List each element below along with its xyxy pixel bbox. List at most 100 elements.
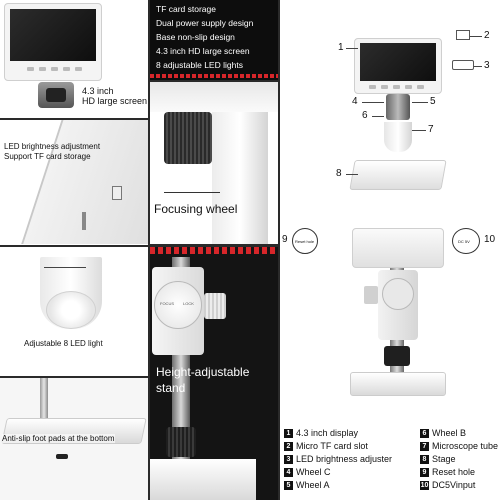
wheel-lock-text: LOCK (183, 301, 194, 306)
device-back-screen (352, 228, 444, 268)
knob-assembly (386, 94, 410, 120)
feature-item: 8 adjustable LED lights (156, 60, 243, 70)
legend-num: 10 (420, 480, 429, 490)
callout-line (412, 102, 428, 103)
legend-label: LED brightness adjuster (296, 454, 393, 464)
bottom-knob (384, 346, 410, 366)
stage (349, 160, 447, 190)
red-accent-bar (150, 247, 278, 254)
switch-icon (82, 212, 86, 230)
divider (150, 80, 278, 82)
callout-7: 7 (428, 124, 434, 135)
foot-pad-icon (56, 454, 68, 459)
feature-item: Dual power supply design (156, 18, 254, 28)
callout-1: 1 (338, 42, 344, 53)
feature-item: Base non-slip design (156, 32, 235, 42)
reset-hole-icon: Reset hole (292, 228, 318, 254)
side-knob (204, 293, 226, 319)
button-icon (393, 85, 400, 89)
legend-label: 4.3 inch display (296, 428, 359, 438)
button-icon (417, 85, 424, 89)
button-icon (405, 85, 412, 89)
side-knob (364, 286, 378, 304)
legend-num: 5 (284, 480, 293, 490)
lcd-display (10, 9, 96, 61)
device-screen-unit (354, 38, 442, 94)
callout-2: 2 (484, 30, 490, 41)
led-adjust-label: LED brightness adjustment (4, 142, 101, 151)
legend-item: 10 DC5Vinput (420, 480, 475, 490)
tf-slot-icon (112, 186, 122, 200)
back-base (350, 372, 446, 396)
button-icon (27, 67, 34, 71)
tf-support-label: Support TF card storage (4, 152, 91, 161)
legend-item: 8 Stage (420, 454, 456, 464)
led-light-label: Adjustable 8 LED light (24, 339, 103, 348)
bottom-knob (166, 427, 196, 457)
height-stand-label: Height-adjustable (156, 365, 250, 379)
screen-hd-label: HD large screen (82, 96, 148, 106)
legend-item: 5 Wheel A (284, 480, 330, 490)
divider (0, 245, 148, 247)
legend-label: Wheel C (296, 467, 331, 477)
diagram-front: 1 2 3 4 5 6 7 8 (280, 0, 500, 220)
legend-label: Wheel A (296, 480, 330, 490)
callout-line (474, 66, 482, 67)
legend-label: Reset hole (432, 467, 476, 477)
microscope-tube (384, 122, 412, 152)
divider (278, 0, 280, 500)
panel-screen: 4.3 inch HD large screen (0, 0, 148, 118)
panel-foot-pads: Anti-slip foot pads at the bottom (0, 378, 148, 500)
legend-item: 2 Micro TF card slot (284, 441, 368, 451)
rotate-arrow-icon (164, 192, 220, 193)
legend-label: Micro TF card slot (296, 441, 368, 451)
button-icon (51, 67, 58, 71)
callout-line (412, 130, 426, 131)
legend-num: 9 (420, 467, 429, 477)
hdmi-port-icon (452, 60, 474, 70)
callout-line (346, 48, 358, 49)
divider (148, 0, 150, 500)
red-accent-bar (150, 74, 278, 78)
callout-line (470, 36, 482, 37)
button-icon (63, 67, 70, 71)
legend-item: 3 LED brightness adjuster (284, 454, 392, 464)
panel-led-light: Adjustable 8 LED light (0, 247, 148, 375)
focus-lock-knob: FOCUS LOCK (154, 281, 202, 329)
divider (150, 244, 278, 247)
legend-num: 3 (284, 454, 293, 464)
dc-input-icon: DC 5V (452, 228, 480, 254)
legend-item: 7 Microscope tube (420, 441, 498, 451)
feature-item: TF card storage (156, 4, 216, 14)
button-icon (75, 67, 82, 71)
back-wheel (382, 278, 414, 310)
reset-hole-text: Reset hole (295, 239, 315, 244)
focus-wheel-body (164, 112, 212, 164)
diagram-back: 9 Reset hole 10 DC 5V (280, 222, 500, 422)
divider (0, 118, 148, 120)
legend-label: Stage (432, 454, 456, 464)
legend-item: 4 Wheel C (284, 467, 331, 477)
base-plate (150, 459, 256, 500)
callout-5: 5 (430, 96, 436, 107)
legend-item: 9 Reset hole (420, 467, 475, 477)
legend-item: 6 Wheel B (420, 428, 466, 438)
button-icon (369, 85, 376, 89)
stand-pole (40, 378, 48, 422)
legend-label: Microscope tube (432, 441, 499, 451)
callout-9: 9 (282, 234, 288, 245)
callout-line (346, 174, 358, 175)
dc-input-text: DC 5V (458, 239, 470, 244)
button-icon (39, 67, 46, 71)
callout-4: 4 (352, 96, 358, 107)
legend-label: DC5Vinput (432, 480, 476, 490)
callout-10: 10 (484, 234, 496, 245)
feature-item: 4.3 inch HD large screen (156, 46, 250, 56)
panel-led-tf: LED brightness adjustment Support TF car… (0, 120, 148, 244)
legend-num: 8 (420, 454, 429, 464)
focusing-wheel-label: Focusing wheel (154, 202, 238, 216)
legend-num: 1 (284, 428, 293, 438)
height-stand-label-2: stand (156, 381, 186, 395)
lcd-display (360, 43, 436, 81)
tf-slot-icon (456, 30, 470, 40)
